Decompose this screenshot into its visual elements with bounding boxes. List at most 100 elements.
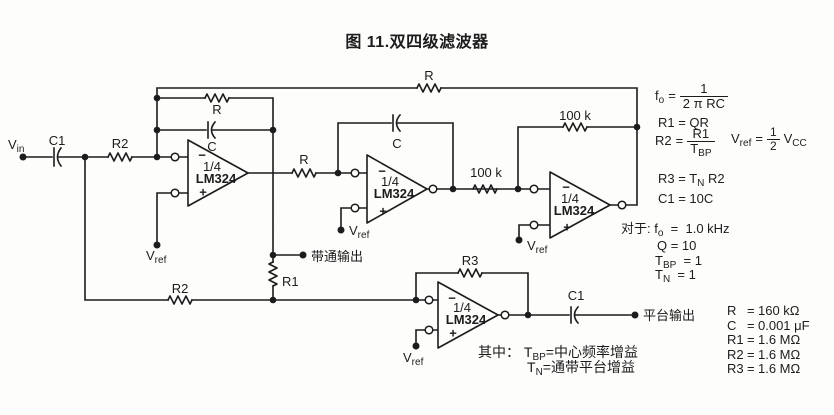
resistor-symbols <box>106 83 589 305</box>
opamp-1-fraction: 1/4 <box>203 159 221 174</box>
junction-dot <box>449 185 457 193</box>
opamp-2-minus: − <box>378 164 386 179</box>
terminal-dot <box>153 241 161 249</box>
opamp-3-fraction: 1/4 <box>561 191 579 206</box>
opamp-2-body <box>366 154 428 224</box>
value-name: R2 <box>727 346 744 362</box>
opamp-2-part: LM324 <box>374 186 415 201</box>
opamp-2-plus: + <box>379 204 387 219</box>
conditions-line-fo: 对于: fo = 1.0 kHz <box>621 221 730 239</box>
terminal-dot <box>631 311 639 319</box>
conditions-line-q: Q = 10 <box>657 238 697 253</box>
value-val: 160 kΩ <box>758 303 800 318</box>
opamp-4-plus: + <box>449 326 457 341</box>
io-bubbles <box>170 152 627 335</box>
label-r3: R3 <box>462 253 479 268</box>
junction-dot <box>269 251 277 259</box>
label-notch-output: 平台输出 <box>643 308 695 323</box>
output-bubble <box>428 184 438 194</box>
value-val: 1.6 MΩ <box>758 346 801 362</box>
label-100k-series: 100 k <box>470 165 502 180</box>
input-bubble <box>529 220 539 230</box>
opamp-part-labels: 1/4 LM324 1/4 LM324 1/4 LM324 1/4 LM324 <box>196 159 595 327</box>
label-vin: Vin <box>8 137 24 155</box>
opamp-4-body <box>437 281 499 349</box>
junction-dots <box>19 94 641 350</box>
input-bubble <box>529 184 539 194</box>
label-c2-feedback: C <box>392 136 401 151</box>
junction-dot <box>633 123 641 131</box>
value-name: R <box>727 303 737 318</box>
label-r1: R1 <box>282 274 299 289</box>
terminal-dot <box>337 226 345 234</box>
opamp-4-part: LM324 <box>446 312 487 327</box>
junction-dot <box>514 185 522 193</box>
input-bubble <box>424 295 434 305</box>
opamp-1-plus: + <box>199 185 207 200</box>
label-c-feedback: C <box>207 139 216 154</box>
terminal-dot <box>299 251 307 259</box>
opamp-1-body <box>187 139 249 207</box>
input-bubble <box>170 188 180 198</box>
label-r-feedback: R <box>212 102 221 117</box>
junction-dot <box>81 153 89 161</box>
label-c1-input: C1 <box>49 133 66 148</box>
junction-dot <box>153 94 161 102</box>
input-bubble <box>350 168 360 178</box>
junction-dot <box>524 311 532 319</box>
label-r2-input: R2 <box>112 136 129 151</box>
figure-title: 图 11.双四级滤波器 <box>345 34 489 51</box>
label-vref-3: Vref <box>527 238 548 256</box>
conditions-line-tn: TN = 1 <box>655 267 696 285</box>
conditions-line-tbp: TBP = 1 <box>655 253 702 271</box>
output-bubble <box>500 310 510 320</box>
opamp-3-body <box>549 171 611 239</box>
notes-line-1: 其中： TBP=中心频率增益 <box>478 344 638 363</box>
value-name: R1 <box>727 332 744 348</box>
opamp-3-minus: − <box>562 180 570 195</box>
label-bandpass-output: 带通输出 <box>311 249 363 264</box>
value-val: 1.6 MΩ <box>758 361 801 377</box>
opamp-1-minus: − <box>198 148 206 163</box>
opamp-2-fraction: 1/4 <box>381 174 399 189</box>
junction-dot <box>269 126 277 134</box>
wire-network <box>22 87 638 343</box>
junction-dot <box>269 296 277 304</box>
opamp-4-fraction: 1/4 <box>453 300 471 315</box>
label-vref-4: Vref <box>403 350 424 368</box>
label-c1-output: C1 <box>568 288 585 303</box>
notes-line-2: TN=通带平台增益 <box>527 359 635 378</box>
opamp-1-part: LM324 <box>196 171 237 186</box>
label-r-top: R <box>424 68 433 83</box>
component-values: R=160 kΩ C=0.001 μF R1=1.6 MΩ R2=1.6 MΩ … <box>727 303 810 377</box>
value-val: 1.6 MΩ <box>758 332 801 348</box>
capacitor-symbols <box>53 113 580 325</box>
value-name: R3 <box>727 361 744 377</box>
input-bubble <box>170 152 180 162</box>
input-bubble <box>424 325 434 335</box>
formula-r3: R3 = TN R2 <box>658 171 725 189</box>
junction-dot <box>153 126 161 134</box>
value-name: C <box>727 317 737 333</box>
junction-dot <box>334 169 342 177</box>
junction-dot <box>153 153 161 161</box>
terminal-dot <box>515 236 523 244</box>
value-val: 0.001 μF <box>758 317 810 333</box>
junction-dot <box>412 296 420 304</box>
label-vref-1: Vref <box>146 248 167 266</box>
label-r-series: R <box>299 152 308 167</box>
output-bubble <box>617 200 627 210</box>
label-vref-2: Vref <box>349 223 370 241</box>
opamp-3-part: LM324 <box>554 203 595 218</box>
label-100k-feedback: 100 k <box>559 108 591 123</box>
formula-c1: C1 = 10C <box>658 191 714 206</box>
formula-r1: R1 = QR <box>658 115 709 130</box>
input-bubble <box>350 203 360 213</box>
terminal-dot <box>19 153 27 161</box>
opamp-signs: − + − + − + − + <box>198 148 571 341</box>
